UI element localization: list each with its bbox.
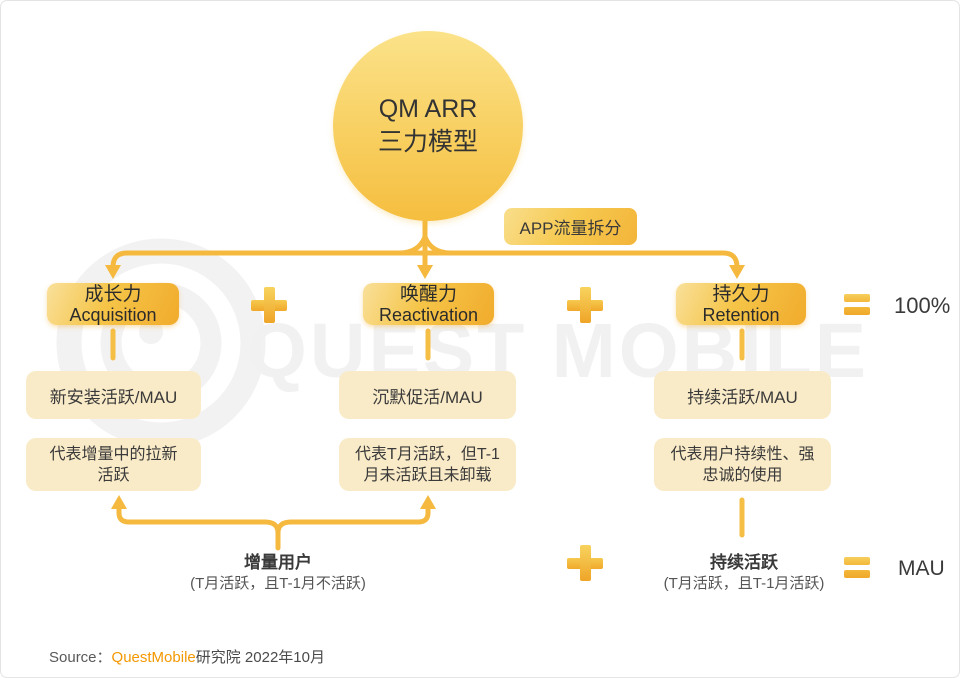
mau-result: MAU: [898, 557, 945, 580]
plus-icon: [251, 287, 287, 323]
hub-title-line2: 三力模型: [377, 128, 478, 156]
incremental-users-subtitle: (T月活跃，且T-1月不活跃): [190, 575, 366, 592]
plus-icon: [567, 545, 603, 581]
persistent-active-label: 持续活跃 (T月活跃，且T-1月活跃): [619, 552, 869, 594]
hub-title-line1: QM ARR: [378, 95, 478, 123]
source-suffix: 研究院 2022年10月: [195, 649, 325, 666]
acquisition-title-en: Acquisition: [69, 304, 157, 325]
retention-description-box: 代表用户持续性、强 忠诚的使用: [654, 438, 831, 491]
equals-icon: [844, 557, 870, 578]
reactivation-description-box: 代表T月活跃，但T-1 月未活跃且未卸载: [339, 438, 516, 491]
app-traffic-split-tag: APP流量拆分: [504, 208, 637, 245]
acquisition-metric-box: 新安装活跃/MAU: [26, 371, 201, 419]
plus-icon: [567, 287, 603, 323]
incremental-users-label: 增量用户 (T月活跃，且T-1月不活跃): [128, 552, 428, 594]
persistent-active-title: 持续活跃: [710, 553, 778, 572]
persistent-active-subtitle: (T月活跃，且T-1月活跃): [663, 575, 825, 592]
acquisition-title-cn: 成长力: [84, 283, 142, 305]
acquisition-header-box: 成长力 Acquisition: [47, 283, 179, 325]
source-brand: QuestMobile: [111, 649, 196, 666]
source-prefix: Source：: [49, 649, 112, 666]
equals-icon: [844, 294, 870, 315]
source-line: Source：QuestMobile研究院 2022年10月: [49, 646, 325, 667]
reactivation-title-en: Reactivation: [378, 304, 479, 325]
retention-header-box: 持久力 Retention: [676, 283, 806, 325]
reactivation-header-box: 唤醒力 Reactivation: [363, 283, 494, 325]
retention-title-en: Retention: [702, 304, 780, 325]
incremental-users-title: 增量用户: [244, 553, 312, 572]
reactivation-metric-box: 沉默促活/MAU: [339, 371, 516, 419]
acquisition-description-box: 代表增量中的拉新 活跃: [26, 438, 201, 491]
total-percentage: 100%: [894, 293, 951, 318]
model-hub-circle: QM ARR 三力模型: [333, 31, 523, 221]
reactivation-title-cn: 唤醒力: [399, 283, 457, 305]
retention-title-cn: 持久力: [712, 283, 770, 305]
retention-metric-box: 持续活跃/MAU: [654, 371, 831, 419]
